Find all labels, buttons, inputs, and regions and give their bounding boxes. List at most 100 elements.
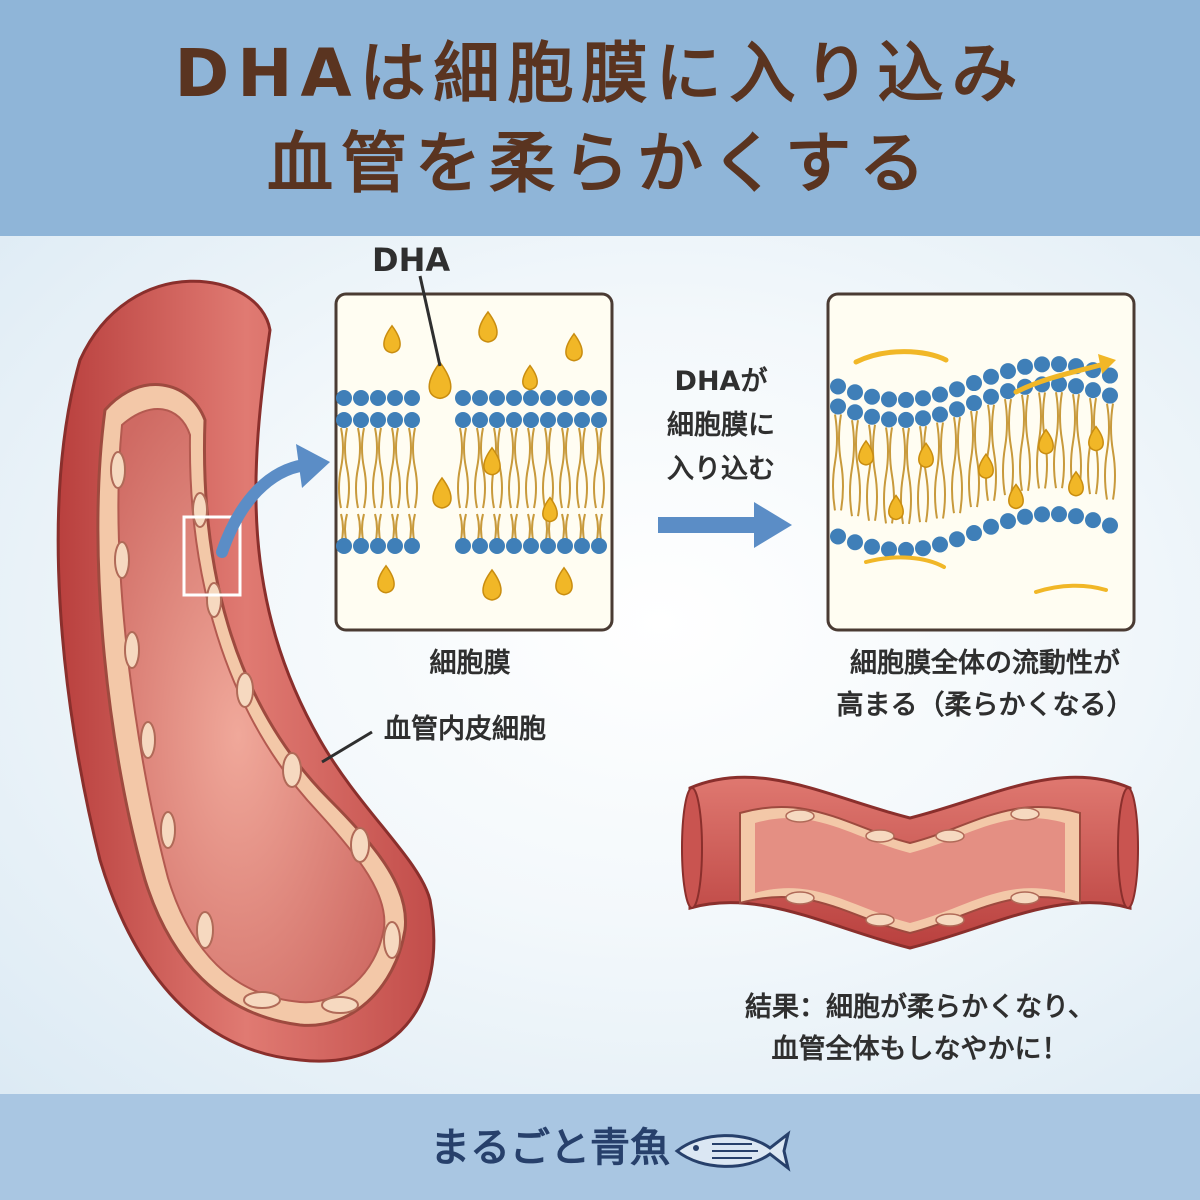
dha-droplet (542, 496, 558, 523)
lipid-tail (951, 417, 957, 514)
lipid-tail (389, 427, 395, 509)
lipid-head (1085, 512, 1101, 529)
fluidity-label-line-2: 高まる（柔らかくなる） (836, 690, 1134, 721)
motion-swoosh-2 (1013, 361, 1107, 395)
lipid-head (932, 386, 948, 403)
lipid-tail (457, 427, 463, 509)
lipid-tail (906, 427, 912, 525)
lipid-head (1051, 356, 1067, 373)
lipid-tail (917, 426, 923, 523)
lipid-tail (832, 414, 838, 511)
lipid-head (336, 412, 352, 428)
endothelial-pointer-line (321, 730, 373, 764)
lipid-head (1000, 363, 1016, 380)
lipid-tail (531, 427, 537, 509)
lipid-head (353, 538, 369, 554)
lipid-tail (1076, 394, 1082, 491)
lipid-tail (872, 424, 878, 521)
motion-swoosh-4 (1034, 583, 1108, 594)
lipid-head (404, 412, 420, 428)
wavy-lipid-heads (830, 356, 1118, 558)
lipid-tail (934, 422, 940, 519)
lipid-tail (582, 427, 588, 509)
lipid-head (932, 406, 948, 423)
lipid-tail (1110, 403, 1116, 500)
lipid-head (864, 408, 880, 425)
lipid-head (353, 390, 369, 406)
lipid-head (830, 528, 846, 545)
lipid-tail (361, 427, 367, 509)
lipid-head (966, 395, 982, 412)
lipid-heads-lower (336, 538, 607, 554)
lipid-head (1017, 358, 1033, 375)
footer-bar (0, 1094, 1200, 1200)
lipid-tail (1036, 392, 1042, 489)
lipid-head (1085, 382, 1101, 399)
dha-droplet (555, 566, 573, 596)
lipid-head (489, 538, 505, 554)
lipid-head (472, 412, 488, 428)
result-label-line-1: 結果：細胞が柔らかくなり、 (745, 992, 1095, 1023)
process-label-line-2: 細胞膜に (667, 410, 775, 441)
lipid-tail (559, 427, 565, 509)
flexible-vessel (681, 775, 1139, 950)
lipid-head (881, 541, 897, 558)
lipid-tail (991, 404, 997, 501)
lipid-head (506, 538, 522, 554)
lipid-tail (1002, 398, 1008, 496)
lipid-tail (599, 427, 605, 509)
lipid-head (540, 390, 556, 406)
lipid-head (353, 412, 369, 428)
lipid-tail (1104, 403, 1110, 500)
lipid-head (1068, 508, 1084, 525)
lipid-tail (508, 427, 514, 509)
lipid-head (387, 390, 403, 406)
lipid-head (932, 536, 948, 553)
lipid-head (966, 525, 982, 542)
dha-droplet (478, 310, 498, 343)
lipid-head (387, 412, 403, 428)
lipid-head (1034, 356, 1050, 373)
lipid-head (523, 390, 539, 406)
lipid-head (489, 412, 505, 428)
process-arrow (658, 502, 792, 548)
lipid-tail (344, 427, 350, 509)
dha-droplet (565, 332, 583, 362)
lipid-tail (474, 427, 480, 509)
lipid-head (591, 390, 607, 406)
lipid-head (915, 390, 931, 407)
title-line-2: 血管を柔らかくする (267, 125, 933, 202)
dha-droplet (383, 324, 401, 354)
lipid-head (1034, 506, 1050, 523)
lipid-head (591, 538, 607, 554)
lipid-tail (1019, 394, 1025, 491)
lipid-head (506, 390, 522, 406)
dha-droplet (483, 446, 501, 476)
lipid-head (455, 538, 471, 554)
lipid-tail (838, 414, 844, 511)
lipid-tail (1070, 394, 1076, 491)
dha-droplet (918, 442, 934, 469)
lipid-tail (372, 427, 378, 509)
dha-droplet (482, 568, 502, 601)
result-label-line-2: 血管全体もしなやかに！ (771, 1034, 1069, 1065)
lipid-head (1000, 513, 1016, 530)
dha-droplet (888, 494, 904, 521)
lipid-head (455, 412, 471, 428)
lipid-head (370, 538, 386, 554)
lipid-head (949, 531, 965, 548)
membrane-panel-after (826, 292, 1136, 632)
lipid-head (915, 540, 931, 557)
lipid-head (1068, 378, 1084, 395)
lipid-head (404, 390, 420, 406)
lipid-tail (576, 427, 582, 509)
lipid-head (540, 412, 556, 428)
lipid-tail (1053, 392, 1059, 489)
lipid-head (336, 390, 352, 406)
lipid-head (506, 412, 522, 428)
fish-icon (674, 1130, 791, 1172)
lipid-head (847, 384, 863, 401)
wavy-lipid-tails (832, 392, 1116, 525)
dha-label: DHA (372, 241, 451, 279)
